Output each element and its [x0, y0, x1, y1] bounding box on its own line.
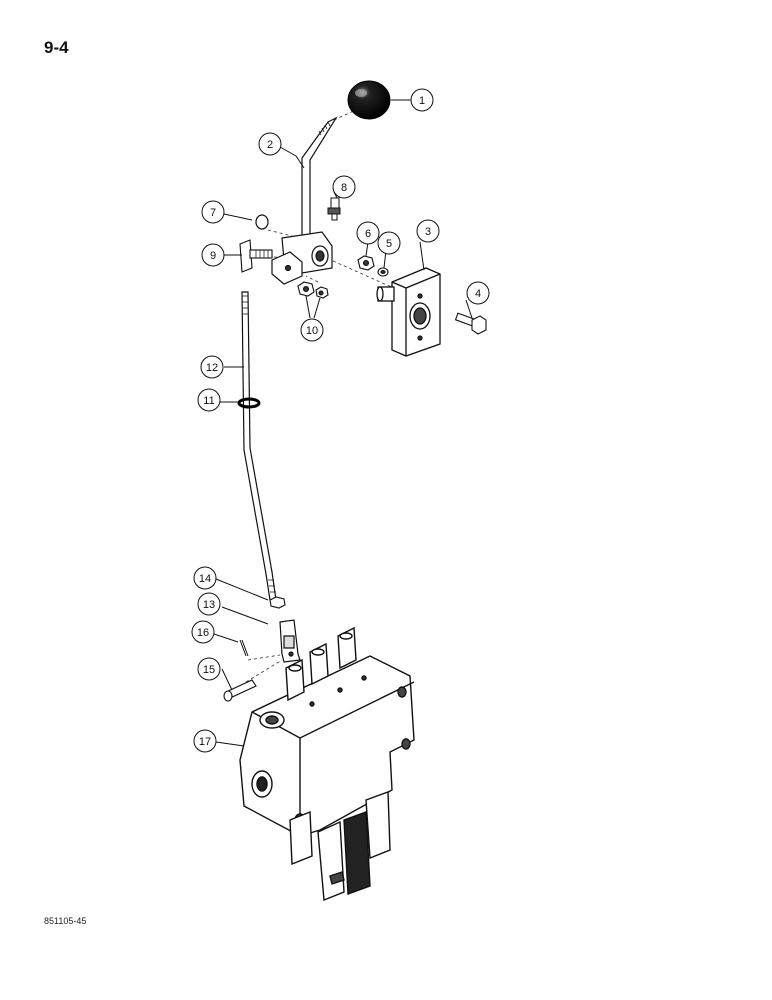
part-grommet — [237, 397, 261, 409]
part-snap-ring — [255, 214, 269, 230]
part-pivot-block — [271, 231, 333, 285]
part-cap-screw — [454, 312, 487, 335]
callout-label: 7 — [210, 207, 216, 219]
callout-1: 1 — [410, 88, 434, 112]
callout-label: 8 — [341, 182, 347, 194]
part-nut-washer — [357, 255, 389, 277]
page-number: 9-4 — [44, 38, 69, 57]
callout-label: 6 — [365, 228, 371, 240]
part-nuts — [297, 281, 329, 299]
callout-14: 14 — [193, 566, 217, 590]
callout-16: 16 — [191, 620, 215, 644]
callout-7: 7 — [201, 200, 225, 224]
part-cotter-pin — [239, 639, 249, 657]
leader-lines — [213, 99, 473, 747]
part-knob — [347, 80, 391, 120]
part-control-lever — [301, 116, 338, 245]
part-control-valve — [239, 626, 415, 901]
callout-label: 1 — [419, 95, 425, 107]
callout-15: 15 — [197, 657, 221, 681]
callout-11: 11 — [197, 388, 221, 412]
callout-8: 8 — [332, 175, 356, 199]
callout-6: 6 — [356, 221, 380, 245]
callout-label: 17 — [199, 736, 211, 748]
callout-17: 17 — [193, 729, 217, 753]
callout-label: 16 — [197, 627, 209, 639]
callout-label: 9 — [210, 250, 216, 262]
callout-label: 13 — [203, 599, 215, 611]
part-clevis-pin — [223, 679, 257, 702]
callout-label: 5 — [386, 238, 392, 250]
part-pivot-bolt — [239, 239, 273, 273]
callout-label: 12 — [206, 362, 218, 374]
callout-label: 10 — [306, 325, 318, 337]
part-clevis — [279, 619, 301, 663]
part-grease-fitting — [327, 197, 341, 221]
callout-3: 3 — [416, 219, 440, 243]
callout-label: 3 — [425, 226, 431, 238]
part-mounting-plate — [376, 267, 441, 357]
callout-label: 4 — [475, 288, 481, 300]
callout-label: 14 — [199, 573, 211, 585]
callout-2: 2 — [258, 132, 282, 156]
callout-12: 12 — [200, 355, 224, 379]
callout-5: 5 — [377, 231, 401, 255]
callout-label: 15 — [203, 664, 215, 676]
callout-13: 13 — [197, 592, 221, 616]
callout-9: 9 — [201, 243, 225, 267]
callout-label: 2 — [267, 139, 273, 151]
callout-4: 4 — [466, 281, 490, 305]
callout-10: 10 — [300, 318, 324, 342]
callout-label: 11 — [203, 395, 214, 407]
figure-code: 851105-45 — [44, 916, 87, 926]
part-rod-nut — [269, 596, 286, 609]
part-control-rod — [241, 291, 277, 601]
